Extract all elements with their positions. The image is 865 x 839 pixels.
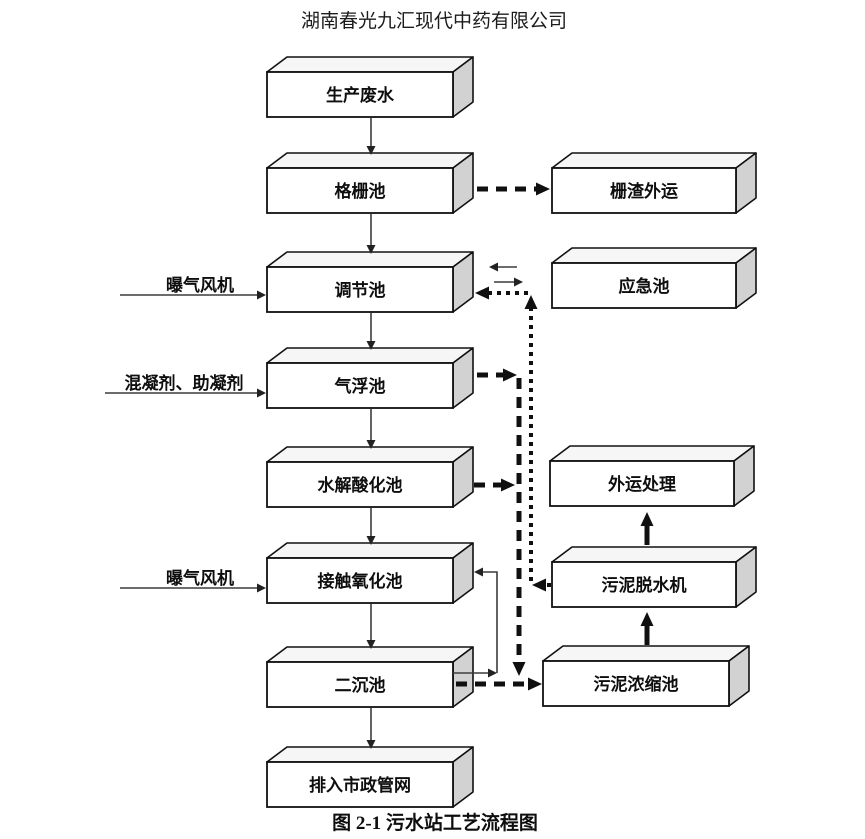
box-front-face: [266, 71, 454, 118]
node-production-wastewater: 生产废水: [266, 56, 474, 118]
box-front-face: [266, 167, 454, 214]
node-label: 气浮池: [334, 376, 386, 396]
box-top-face: [266, 746, 474, 763]
node-grid-residue-outbound: 栅渣外运: [551, 152, 757, 214]
box-top-face: [549, 445, 755, 462]
box-front-face: [266, 661, 454, 708]
box-top-face: [266, 542, 474, 559]
node-sludge-thickening-pool: 污泥浓缩池: [542, 645, 750, 707]
box-top-face: [542, 645, 750, 662]
node-label: 排入市政管网: [309, 775, 411, 795]
node-label: 生产废水: [326, 85, 395, 105]
node-label: 栅渣外运: [610, 181, 678, 201]
box-front-face: [266, 761, 454, 808]
box-top-face: [266, 646, 474, 663]
box-front-face: [266, 461, 454, 508]
node-air-flotation-pool: 气浮池: [266, 347, 474, 409]
node-hydrolysis-acidification-pool: 水解酸化池: [266, 446, 474, 508]
node-municipal-pipe-network: 排入市政管网: [266, 746, 474, 808]
box-front-face: [549, 460, 735, 507]
box-top-face: [266, 446, 474, 463]
node-outbound-treatment: 外运处理: [549, 445, 755, 507]
node-label: 水解酸化池: [318, 475, 403, 495]
node-label: 调节池: [335, 280, 386, 300]
node-label: 格栅池: [335, 181, 386, 201]
node-contact-oxidation-pool: 接触氧化池: [266, 542, 474, 604]
node-label: 二沉池: [335, 675, 386, 695]
box-top-face: [551, 247, 757, 264]
box-front-face: [551, 262, 737, 309]
box-front-face: [266, 362, 454, 409]
box-top-face: [266, 347, 474, 364]
box-front-face: [266, 557, 454, 604]
node-label: 污泥脱水机: [602, 575, 687, 595]
box-top-face: [551, 152, 757, 169]
node-label: 应急池: [619, 276, 670, 296]
box-front-face: [551, 167, 737, 214]
label-aeration-blower-bottom: 曝气风机: [166, 568, 234, 588]
box-top-face: [266, 152, 474, 169]
node-regulating-pool: 调节池: [266, 251, 474, 313]
node-grid-pool: 格栅池: [266, 152, 474, 214]
box-top-face: [551, 546, 757, 563]
node-label: 外运处理: [608, 474, 676, 494]
box-top-face: [266, 251, 474, 268]
node-label: 污泥浓缩池: [594, 674, 679, 694]
arrow-recycle-to-oxidation: [474, 567, 498, 673]
box-front-face: [266, 266, 454, 313]
node-secondary-sedimentation-pool: 二沉池: [266, 646, 474, 708]
box-top-face: [266, 56, 474, 73]
box-front-face: [542, 660, 730, 707]
node-label: 接触氧化池: [318, 571, 403, 591]
page-title: 湖南春光九汇现代中药有限公司: [301, 10, 567, 32]
box-front-face: [551, 561, 737, 608]
node-emergency-pool: 应急池: [551, 247, 757, 309]
figure-caption: 图 2-1 污水站工艺流程图: [332, 811, 538, 834]
label-coagulant: 混凝剂、助凝剂: [125, 373, 244, 393]
label-aeration-blower-top: 曝气风机: [166, 275, 234, 295]
node-sludge-dewatering-machine: 污泥脱水机: [551, 546, 757, 608]
